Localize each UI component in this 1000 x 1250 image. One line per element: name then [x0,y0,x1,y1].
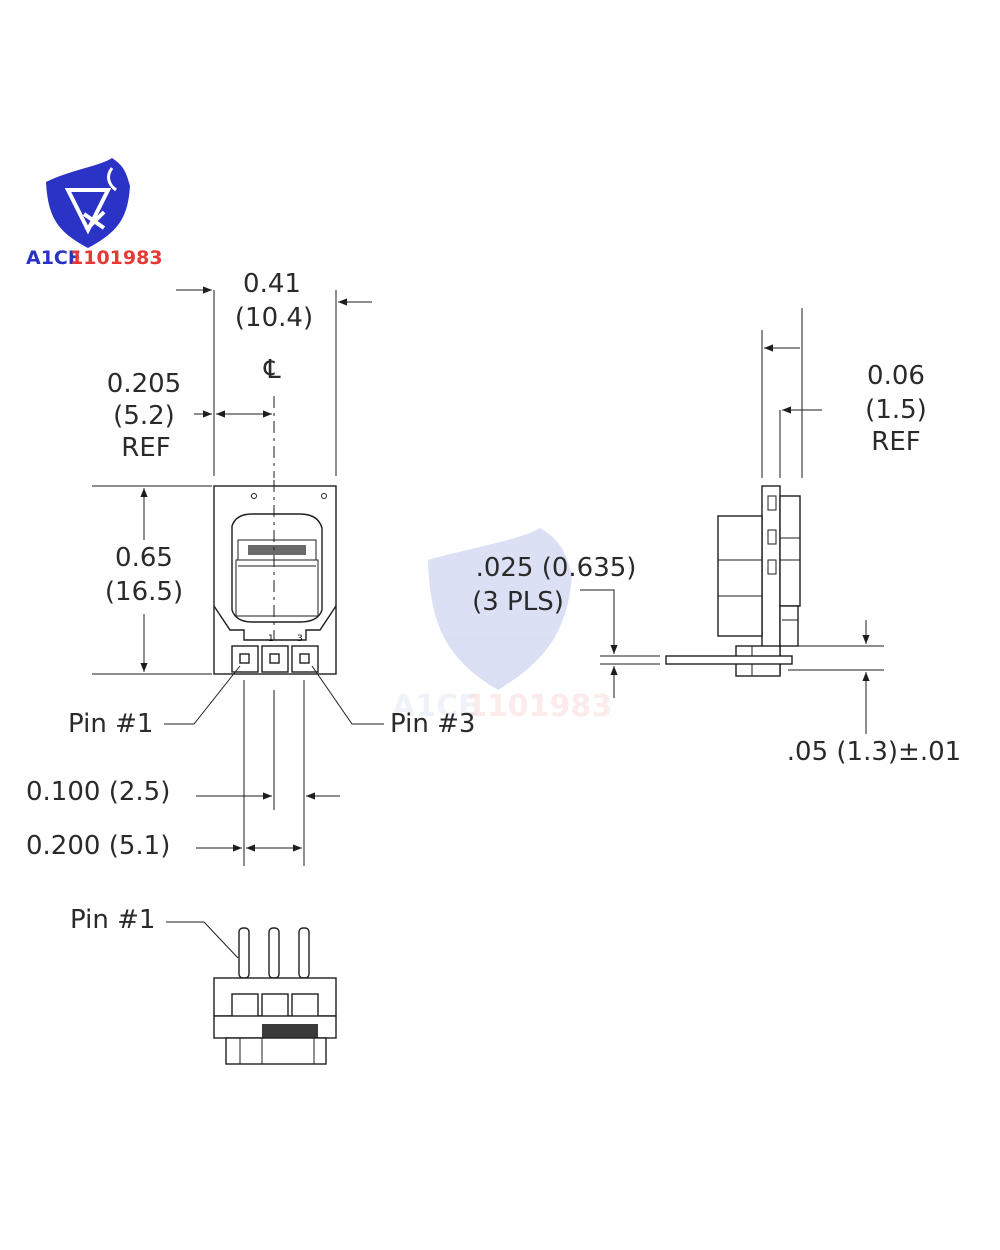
logo-text-blue: A1CE [26,247,81,269]
half-width-mm-label: (5.2) [113,401,175,431]
pin-size-label: .025 (0.635) [476,553,637,583]
pin-count-label: (3 PLS) [472,587,564,617]
side-view: 0.06 (1.5) REF .025 (0.635) (3 PLS) [472,308,961,767]
watermark: A1CE 1101983 [392,528,612,724]
logo-shield-icon [46,158,130,248]
half-width-in-label: 0.205 [107,369,181,399]
height-in-label: 0.65 [115,543,173,573]
width-in-label: 0.41 [243,269,301,299]
thickness-mm-label: (1.5) [865,395,927,425]
width-mm-label: (10.4) [235,303,313,333]
watermark-text-blue: A1CE [392,689,479,724]
brand-logo: A1CE 1101983 [26,158,163,269]
watermark-text-red: 1101983 [466,689,612,724]
logo-text-red: 1101983 [70,247,163,269]
thickness-in-label: 0.06 [867,361,925,391]
front-pin3-label: Pin #3 [390,709,475,739]
bottom-pin1-label: Pin #1 [70,905,155,935]
front-view: 1 3 ℄ 0.41 (10.4) 0.205 (5.2) REF 0.65 (… [26,269,475,866]
bottom-view: Pin #1 [70,905,337,1065]
centerline-symbol: ℄ [263,355,281,385]
front-pin1-label: Pin #1 [68,709,153,739]
watermark-shield-icon [428,528,572,690]
span-label: 0.200 (5.1) [26,831,170,861]
svg-text:3: 3 [297,634,303,644]
pin-height-label: .05 (1.3)±.01 [787,737,961,767]
pitch-label: 0.100 (2.5) [26,777,170,807]
svg-text:1: 1 [268,634,274,644]
height-mm-label: (16.5) [105,577,183,607]
half-width-ref-label: REF [121,433,170,463]
thickness-ref-label: REF [871,427,920,457]
